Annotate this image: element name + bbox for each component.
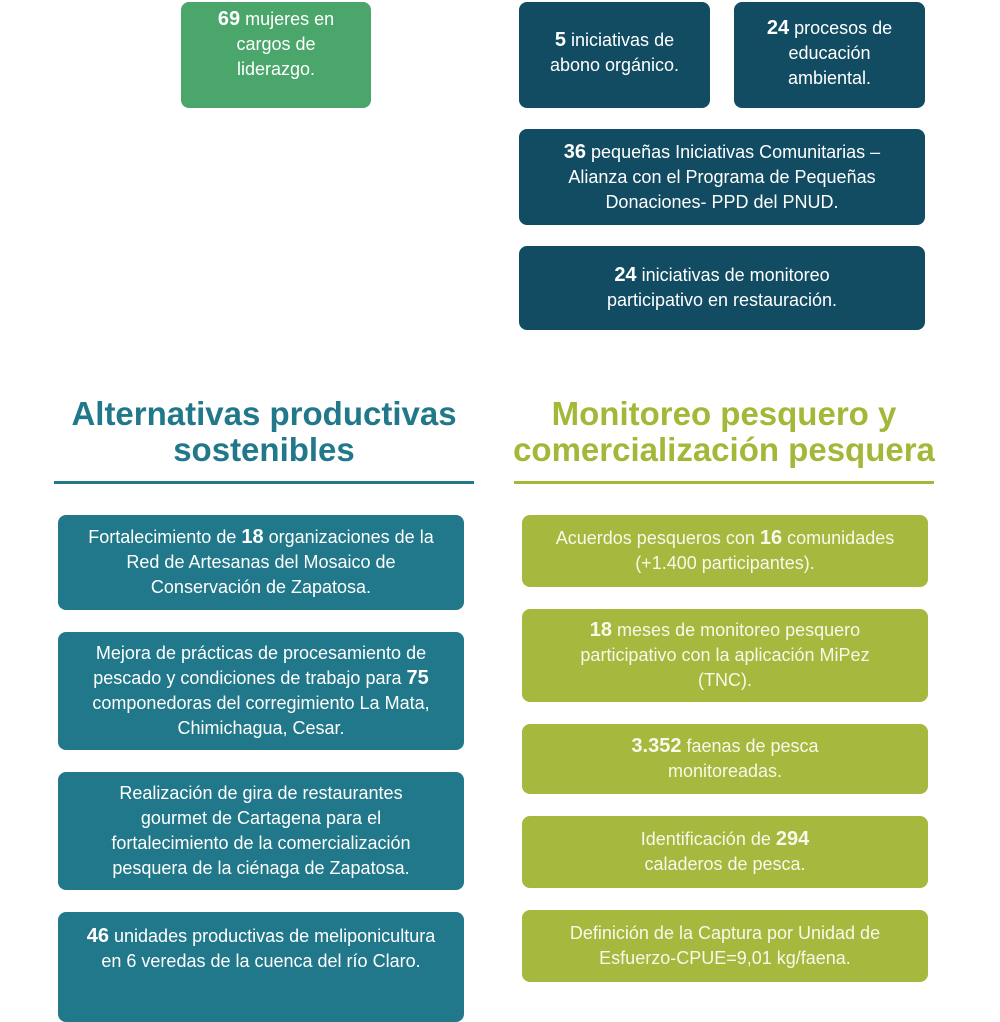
card-text: componedoras del corregimiento La Mata, … bbox=[92, 693, 430, 738]
card-text: faenas de pesca monitoreadas. bbox=[667, 736, 819, 781]
heading-line: Monitoreo pesquero y bbox=[551, 395, 897, 432]
card-number: 75 bbox=[406, 667, 429, 689]
info-card-caladeros: Identificación de 294 caladeros de pesca… bbox=[522, 816, 928, 888]
stat-card-educacion: 24 procesos de educación ambiental. bbox=[734, 2, 925, 108]
info-card-mipez: 18 meses de monitoreo pesquero participa… bbox=[522, 609, 928, 702]
stat-text: iniciativas de monitoreo participativo e… bbox=[606, 265, 838, 310]
card-text: comunidades (+1.400 participantes). bbox=[635, 528, 895, 573]
info-card-cpue: Definición de la Captura por Unidad de E… bbox=[522, 910, 928, 982]
info-card-componedoras: Mejora de prácticas de procesamiento de … bbox=[58, 632, 464, 750]
info-card-faenas: 3.352 faenas de pesca monitoreadas. bbox=[522, 724, 928, 794]
info-card-gira-restaurantes: Realización de gira de restaurantes gour… bbox=[58, 772, 464, 890]
card-text: meses de monitoreo pesquero participativ… bbox=[580, 620, 870, 690]
card-text: Realización de gira de restaurantes gour… bbox=[111, 783, 411, 878]
stat-text: iniciativas de abono orgánico. bbox=[549, 30, 680, 75]
card-text: organizaciones de la Red de Artesanas de… bbox=[126, 527, 434, 597]
info-card-meliponicultura: 46 unidades productivas de meliponicultu… bbox=[58, 912, 464, 1022]
stat-text: procesos de educación ambiental. bbox=[787, 17, 893, 88]
card-number: 294 bbox=[775, 828, 810, 850]
card-text: caladeros de pesca. bbox=[644, 854, 806, 874]
card-number: 18 bbox=[589, 619, 613, 641]
stat-card-ppd: 36 pequeñas Iniciativas Comunitarias – A… bbox=[519, 129, 925, 225]
card-number: 3.352 bbox=[631, 735, 682, 757]
stat-number: 36 bbox=[563, 140, 587, 163]
heading-line: comercialización pesquera bbox=[513, 431, 935, 468]
section-heading-alternativas: Alternativas productivas sostenibles bbox=[54, 396, 474, 468]
stat-number: 24 bbox=[614, 264, 637, 286]
section-heading-monitoreo-pesquero: Monitoreo pesquero y comercialización pe… bbox=[505, 396, 943, 468]
stat-text: mujeres en cargos de liderazgo. bbox=[236, 8, 335, 79]
heading-line: Alternativas productivas bbox=[71, 395, 457, 432]
stat-number: 5 bbox=[554, 29, 567, 51]
card-number: 46 bbox=[86, 925, 110, 947]
heading-line: sostenibles bbox=[173, 431, 355, 468]
stat-card-abono: 5 iniciativas de abono orgánico. bbox=[519, 2, 710, 108]
card-text: Mejora de prácticas de procesamiento de … bbox=[93, 643, 427, 688]
stat-card-monitoreo-restauracion: 24 iniciativas de monitoreo participativ… bbox=[519, 246, 925, 330]
card-text: Identificación de bbox=[640, 829, 776, 849]
info-card-artesanas: Fortalecimiento de 18 organizaciones de … bbox=[58, 515, 464, 610]
stat-number: 69 bbox=[217, 7, 241, 30]
card-number: 16 bbox=[759, 527, 783, 549]
stat-text: pequeñas Iniciativas Comunitarias – Alia… bbox=[568, 141, 881, 212]
info-card-acuerdos-pesqueros: Acuerdos pesqueros con 16 comunidades (+… bbox=[522, 515, 928, 587]
card-text: Acuerdos pesqueros con bbox=[555, 528, 760, 548]
card-number: 18 bbox=[241, 526, 264, 548]
stat-number: 24 bbox=[766, 16, 790, 39]
card-text: Definición de la Captura por Unidad de E… bbox=[569, 923, 881, 968]
section-divider-left bbox=[54, 481, 474, 484]
card-text: Fortalecimiento de bbox=[88, 527, 242, 547]
card-text: unidades productivas de meliponicultura … bbox=[101, 926, 436, 971]
section-divider-right bbox=[514, 481, 934, 484]
stat-card-women-leadership: 69 mujeres en cargos de liderazgo. bbox=[181, 2, 371, 108]
